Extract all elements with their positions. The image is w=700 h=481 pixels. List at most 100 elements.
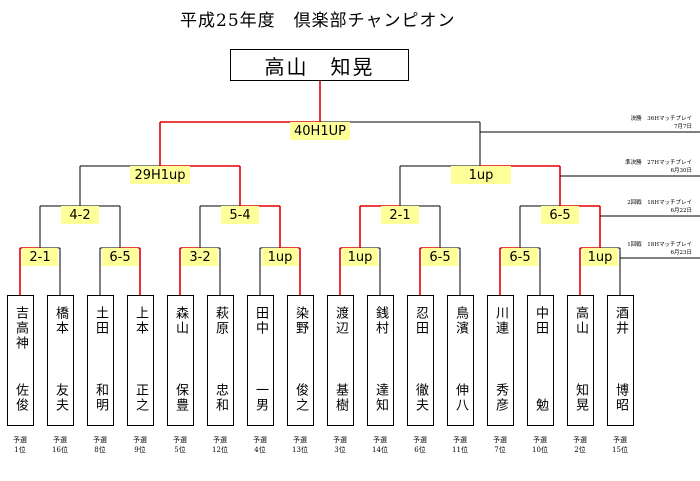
first-round-score-2: 6-5 [102, 248, 138, 266]
player-box: 銭村達知 [367, 295, 394, 426]
qualifying-rank: 予選 4位 [245, 435, 275, 455]
qualifying-label: 予選 [13, 436, 27, 444]
player-box: 上本正之 [127, 295, 154, 426]
qualifying-position: 10位 [532, 446, 548, 454]
qualifying-rank: 予選 1位 [5, 435, 35, 455]
qualifying-position: 15位 [612, 446, 628, 454]
semi-score-1: 29H1up [130, 166, 190, 184]
player-family-name: 橋本 [53, 306, 68, 336]
qualifying-position: 9位 [134, 446, 146, 454]
qualifying-position: 16位 [52, 446, 68, 454]
player-family-name: 川連 [493, 306, 508, 336]
player-family-name: 上本 [133, 306, 148, 336]
player-given-name: 一男 [253, 383, 268, 413]
qualifying-label: 予選 [133, 436, 147, 444]
first-round-score-7: 6-5 [502, 248, 538, 266]
player-family-name: 中田 [533, 306, 548, 336]
player-box: 中田勉 [527, 295, 554, 426]
player-box: 橋本友夫 [47, 295, 74, 426]
player-given-name: 友夫 [53, 383, 68, 413]
qualifying-rank: 予選 10位 [525, 435, 555, 455]
player-family-name: 染野 [293, 306, 308, 336]
player-given-name: 和明 [93, 383, 108, 413]
player-given-name: 勉 [533, 398, 548, 413]
qualifying-label: 予選 [93, 436, 107, 444]
qualifying-label: 予選 [493, 436, 507, 444]
qualifying-position: 3位 [334, 446, 346, 454]
player-family-name: 森山 [173, 306, 188, 336]
quarter-score-2: 5-4 [221, 206, 259, 224]
player-box: 鳥濱伸八 [447, 295, 474, 426]
qualifying-label: 予選 [213, 436, 227, 444]
player-family-name: 忍田 [413, 306, 428, 336]
qualifying-label: 予選 [453, 436, 467, 444]
champion-box: 高山 知晃 [230, 49, 409, 81]
quarter-score-3: 2-1 [381, 206, 419, 224]
qualifying-label: 予選 [533, 436, 547, 444]
qualifying-position: 11位 [452, 446, 468, 454]
qualifying-label: 予選 [253, 436, 267, 444]
player-given-name: 博昭 [613, 383, 628, 413]
player-box: 渡辺基樹 [327, 295, 354, 426]
player-family-name: 酒井 [613, 306, 628, 336]
player-box: 土田和明 [87, 295, 114, 426]
qualifying-rank: 予選 8位 [85, 435, 115, 455]
qualifying-position: 1位 [14, 446, 26, 454]
player-given-name: 俊之 [293, 383, 308, 413]
player-given-name: 知晃 [573, 383, 588, 413]
qualifying-rank: 予選 3位 [325, 435, 355, 455]
qualifying-label: 予選 [333, 436, 347, 444]
player-given-name: 徹夫 [413, 383, 428, 413]
qualifying-position: 12位 [212, 446, 228, 454]
player-family-name: 渡辺 [333, 306, 348, 336]
qualifying-position: 14位 [372, 446, 388, 454]
player-given-name: 秀彦 [493, 383, 508, 413]
player-family-name: 銭村 [373, 306, 388, 336]
qualifying-label: 予選 [613, 436, 627, 444]
qualifying-rank: 予選 7位 [485, 435, 515, 455]
player-box: 染野俊之 [287, 295, 314, 426]
qualifying-rank: 予選 9位 [125, 435, 155, 455]
qualifying-label: 予選 [413, 436, 427, 444]
first-round-score-6: 6-5 [422, 248, 458, 266]
player-family-name: 鳥濱 [453, 306, 468, 336]
player-given-name: 正之 [133, 383, 148, 413]
quarter-score-4: 6-5 [541, 206, 579, 224]
final-score: 40H1UP [290, 122, 350, 140]
first-round-score-4: 1up [262, 248, 298, 266]
player-family-name: 吉高神 [13, 306, 28, 351]
quarter-score-1: 4-2 [61, 206, 99, 224]
qualifying-position: 5位 [174, 446, 186, 454]
qualifying-rank: 予選 5位 [165, 435, 195, 455]
qualifying-label: 予選 [173, 436, 187, 444]
player-box: 川連秀彦 [487, 295, 514, 426]
qualifying-position: 13位 [292, 446, 308, 454]
player-given-name: 基樹 [333, 383, 348, 413]
first-round-score-8: 1up [582, 248, 618, 266]
player-family-name: 萩原 [213, 306, 228, 336]
player-given-name: 保豊 [173, 383, 188, 413]
player-box: 吉高神佐俊 [7, 295, 34, 426]
qualifying-position: 2位 [574, 446, 586, 454]
player-box: 酒井博昭 [607, 295, 634, 426]
player-box: 森山保豊 [167, 295, 194, 426]
first-round-score-5: 1up [342, 248, 378, 266]
qualifying-position: 7位 [494, 446, 506, 454]
qualifying-position: 8位 [94, 446, 106, 454]
qualifying-rank: 予選 11位 [445, 435, 475, 455]
player-box: 高山知晃 [567, 295, 594, 426]
first-round-score-1: 2-1 [22, 248, 58, 266]
player-box: 田中一男 [247, 295, 274, 426]
qualifying-rank: 予選 15位 [605, 435, 635, 455]
page-title: 平成25年度 倶楽部チャンピオン [180, 11, 456, 31]
qualifying-position: 4位 [254, 446, 266, 454]
